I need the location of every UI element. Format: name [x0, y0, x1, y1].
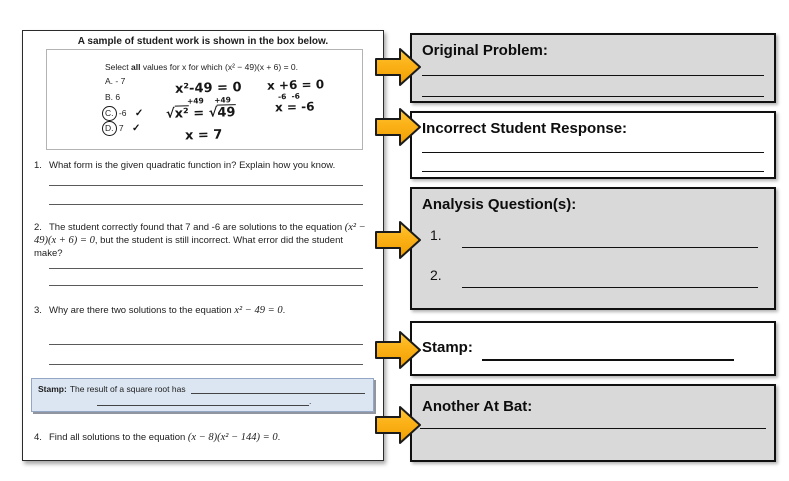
choice-a-value: - 7 [115, 76, 126, 86]
fill-in-line [190, 384, 365, 394]
question-2-post: , but the student is still incorrect. Wh… [34, 235, 344, 259]
worksheet-page: A sample of student work is shown in the… [22, 30, 384, 461]
checkmark-icon: ✓ [134, 108, 144, 119]
stamp-sentence-period: . [309, 396, 312, 406]
panel-original-problem-label: Original Problem: [422, 42, 548, 59]
choice-c: C. -6 ✓ [102, 106, 144, 121]
stamp-sentence-text: The result of a square root has [69, 384, 186, 394]
choice-b: B. 6 [105, 92, 120, 102]
choice-a: A. - 7 [105, 76, 125, 86]
handwriting-eq1: x²-49 = 0 [174, 80, 242, 97]
panel-stamp-label: Stamp: [422, 339, 473, 356]
analysis-item-1-number: 1. [430, 227, 442, 243]
handwriting-eq5: x = -6 [274, 99, 315, 115]
panel-analysis-questions-label: Analysis Question(s): [422, 196, 577, 213]
answer-line [482, 359, 734, 361]
fill-in-line [97, 394, 309, 406]
question-2-math: (x² − 49)(x + 6) = 0 [34, 222, 366, 246]
question-2-number: 2. [34, 222, 42, 233]
question-3-math: x² − 49 = 0 [234, 305, 283, 316]
answer-line [49, 364, 363, 365]
stamp-sentence-label: Stamp: [38, 384, 67, 394]
choice-b-value: 6 [115, 92, 121, 102]
question-2-pre: The student correctly found that 7 and -… [49, 222, 345, 233]
question-3: 3. Why are there two solutions to the equ… [34, 304, 370, 317]
sample-prompt: Select all values for x for which (x² − … [105, 62, 298, 72]
panel-incorrect-response: Incorrect Student Response: [410, 111, 776, 179]
answer-line [49, 344, 363, 345]
right-arrow-icon [375, 48, 421, 86]
panel-another-at-bat-label: Another At Bat: [422, 398, 533, 415]
answer-line [422, 96, 764, 97]
answer-line [49, 204, 363, 205]
panel-another-at-bat: Another At Bat: [410, 384, 776, 462]
question-4: 4. Find all solutions to the equation (x … [34, 431, 370, 444]
answer-line [49, 268, 363, 269]
prompt-pre: Select [105, 62, 131, 72]
choice-c-value: -6 [118, 108, 127, 118]
prompt-bold: all [131, 62, 141, 72]
choice-d: D. 7 ✓ [102, 121, 141, 136]
student-work-box: Select all values for x for which (x² − … [46, 49, 363, 150]
panel-analysis-questions: Analysis Question(s): 1. 2. [410, 187, 776, 310]
sqrt-equals: = [193, 105, 205, 122]
worksheet-title: A sample of student work is shown in the… [77, 36, 329, 47]
analysis-item-2-number: 2. [430, 267, 442, 283]
question-4-pre: Find all solutions to the equation [49, 432, 188, 443]
choice-d-letter-circled: D. [102, 121, 117, 136]
question-4-post: . [277, 432, 281, 443]
answer-line [49, 285, 363, 286]
stamp-sentence-box: Stamp: The result of a square root has . [31, 378, 374, 412]
choice-b-letter: B. [105, 92, 114, 102]
answer-line [422, 152, 764, 153]
question-1: 1. What form is the given quadratic funct… [34, 159, 370, 172]
prompt-post: values for x for which (x² − 49)(x + 6) … [140, 62, 298, 72]
handwriting-sqrt-line: √x² = √49 [165, 104, 236, 122]
question-1-text: What form is the given quadratic functio… [49, 160, 336, 171]
stamp-sentence-row1: Stamp: The result of a square root has [38, 384, 365, 394]
choice-c-letter-circled: C. [102, 106, 117, 121]
checkmark-icon: ✓ [131, 123, 141, 134]
panel-stamp: Stamp: [410, 321, 776, 376]
answer-line [462, 287, 758, 288]
sqrt-lhs: x² [174, 105, 189, 122]
question-2: 2. The student correctly found that 7 and… [34, 221, 370, 260]
right-arrow-icon [375, 406, 421, 444]
answer-line [420, 428, 766, 429]
answer-line [422, 171, 764, 172]
radical-icon: √ [165, 106, 175, 122]
question-4-number: 4. [34, 432, 42, 443]
question-3-pre: Why are there two solutions to the equat… [49, 305, 235, 316]
panel-original-problem: Original Problem: [410, 33, 776, 103]
handwriting-eq3: x = 7 [184, 127, 223, 144]
answer-line [462, 247, 758, 248]
question-1-number: 1. [34, 160, 42, 171]
handwriting-eq4: x +6 = 0 [266, 77, 325, 93]
right-arrow-icon [375, 221, 421, 259]
answer-line [49, 185, 363, 186]
choice-a-letter: A. [105, 76, 114, 86]
right-arrow-icon [375, 108, 421, 146]
question-3-number: 3. [34, 305, 42, 316]
sqrt-rhs: 49 [217, 104, 236, 121]
panel-incorrect-response-label: Incorrect Student Response: [422, 120, 628, 137]
choice-d-value: 7 [118, 123, 124, 133]
stamp-sentence-row2: . [97, 394, 311, 406]
question-4-math: (x − 8)(x² − 144) = 0 [187, 432, 278, 443]
right-arrow-icon [375, 331, 421, 369]
question-3-post: . [282, 305, 286, 316]
answer-line [422, 75, 764, 76]
